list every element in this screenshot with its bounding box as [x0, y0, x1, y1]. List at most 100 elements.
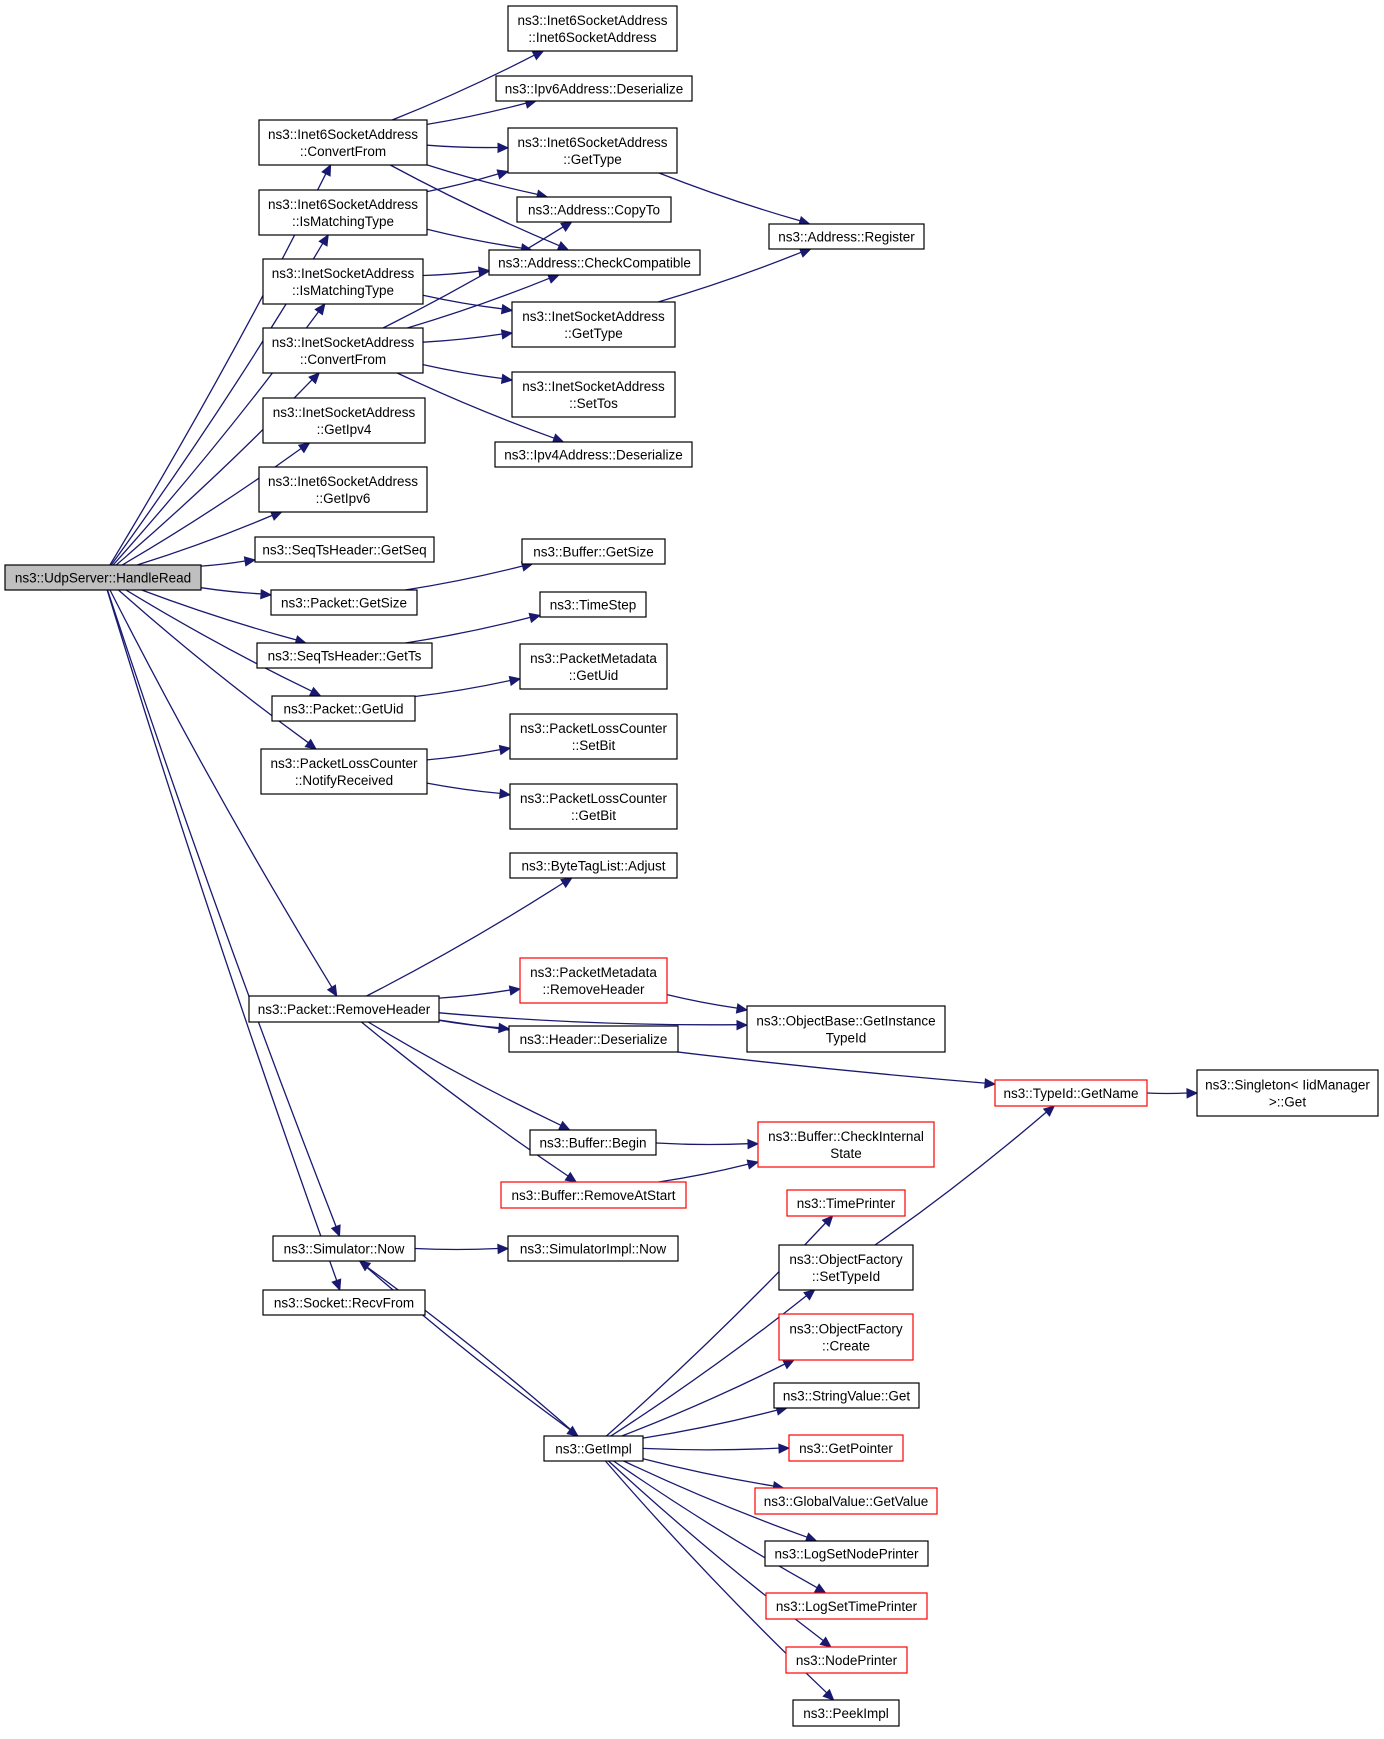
node-plcsb[interactable]: ns3::PacketLossCounter::SetBit: [509, 713, 678, 760]
node-igt[interactable]: ns3::InetSocketAddress::GetType: [511, 301, 676, 348]
node-ofcreate[interactable]: ns3::ObjectFactory::Create: [778, 1313, 914, 1361]
node-box-addrcc: [488, 249, 701, 276]
edge-seqgt-to-timestep: [405, 616, 531, 644]
node-box-pguid: [271, 695, 416, 722]
node-box-pmrh: [519, 957, 668, 1004]
node-seqgs[interactable]: ns3::SeqTsHeader::GetSeq: [254, 536, 435, 563]
arrowhead-icf-to-ists: [500, 373, 514, 384]
node-box-plcnr: [260, 748, 428, 795]
node-pmrh[interactable]: ns3::PacketMetadata::RemoveHeader: [519, 957, 668, 1004]
node-box-i6gip6: [258, 466, 428, 513]
edge-simnow-to-simimplnow: [414, 1247, 499, 1251]
edge-icf-to-igt: [422, 333, 503, 343]
node-tidgn[interactable]: ns3::TypeId::GetName: [994, 1079, 1148, 1107]
node-label-bufcis-1: State: [830, 1146, 862, 1161]
node-label-icf-1: ::ConvertFrom: [300, 352, 386, 367]
node-nodeprinter[interactable]: ns3::NodePrinter: [785, 1646, 908, 1674]
node-simimplnow[interactable]: ns3::SimulatorImpl::Now: [507, 1235, 679, 1262]
node-seqgt[interactable]: ns3::SeqTsHeader::GetTs: [256, 642, 433, 669]
edge-i6cf-to-i6ctor: [391, 54, 535, 121]
arrowhead-root-to-icf: [308, 372, 321, 385]
node-timestep[interactable]: ns3::TimeStep: [539, 591, 647, 618]
node-peekimpl[interactable]: ns3::PeekImpl: [792, 1699, 900, 1727]
node-label-i6gt-1: ::GetType: [563, 152, 622, 167]
node-i6ctor[interactable]: ns3::Inet6SocketAddress::Inet6SocketAddr…: [507, 5, 678, 52]
node-i6gip6[interactable]: ns3::Inet6SocketAddress::GetIpv6: [258, 466, 428, 513]
edge-root-to-seqgs: [200, 560, 246, 567]
node-plcnr[interactable]: ns3::PacketLossCounter::NotifyReceived: [260, 748, 428, 795]
node-label-addrcc-0: ns3::Address::CheckCompatible: [498, 256, 691, 271]
node-i6mt[interactable]: ns3::Inet6SocketAddress::IsMatchingType: [258, 189, 428, 236]
node-i6gt[interactable]: ns3::Inet6SocketAddress::GetType: [507, 127, 678, 174]
node-label-obgit-0: ns3::ObjectBase::GetInstance: [756, 1014, 935, 1029]
node-addrcc[interactable]: ns3::Address::CheckCompatible: [488, 249, 701, 276]
node-timeprinter[interactable]: ns3::TimePrinter: [786, 1189, 906, 1217]
node-btladj[interactable]: ns3::ByteTagList::Adjust: [509, 852, 678, 879]
node-singleton[interactable]: ns3::Singleton< IidManager>::Get: [1196, 1069, 1379, 1117]
node-addrreg[interactable]: ns3::Address::Register: [768, 223, 925, 250]
edge-root-to-pgsize: [200, 587, 262, 595]
node-strvget[interactable]: ns3::StringValue::Get: [773, 1382, 920, 1409]
node-lsnp[interactable]: ns3::LogSetNodePrinter: [764, 1540, 929, 1567]
node-label-timestep-0: ns3::TimeStep: [550, 598, 637, 613]
node-root[interactable]: ns3::UdpServer::HandleRead: [4, 564, 202, 591]
edge-prh-to-hdeser: [438, 1019, 500, 1029]
node-label-pguid-0: ns3::Packet::GetUid: [283, 702, 403, 717]
node-addrct[interactable]: ns3::Address::CopyTo: [516, 196, 672, 223]
node-label-bufrmas-0: ns3::Buffer::RemoveAtStart: [511, 1188, 675, 1203]
node-imt[interactable]: ns3::InetSocketAddress::IsMatchingType: [262, 258, 424, 305]
node-bufgs[interactable]: ns3::Buffer::GetSize: [521, 538, 666, 565]
node-pmguid[interactable]: ns3::PacketMetadata::GetUid: [519, 643, 668, 690]
node-pguid[interactable]: ns3::Packet::GetUid: [271, 695, 416, 722]
node-sockrf[interactable]: ns3::Socket::RecvFrom: [262, 1289, 426, 1316]
edge-i6mt-to-i6gt: [426, 173, 499, 193]
node-label-igt-0: ns3::InetSocketAddress: [522, 309, 665, 324]
node-label-bufbegin-0: ns3::Buffer::Begin: [539, 1136, 646, 1151]
node-label-ists-1: ::SetTos: [569, 396, 618, 411]
node-label-singleton-1: >::Get: [1269, 1095, 1306, 1110]
node-box-nodeprinter: [785, 1646, 908, 1674]
node-ofsti[interactable]: ns3::ObjectFactory::SetTypeId: [778, 1244, 914, 1291]
arrowhead-plcnr-to-plcgb: [499, 788, 512, 799]
node-pgsize[interactable]: ns3::Packet::GetSize: [270, 589, 418, 616]
node-bufbegin[interactable]: ns3::Buffer::Begin: [529, 1129, 657, 1156]
node-box-i6gt: [507, 127, 678, 174]
node-ip4deser[interactable]: ns3::Ipv4Address::Deserialize: [494, 441, 693, 468]
node-box-seqgs: [254, 536, 435, 563]
edge-getimpl-to-gvgv: [642, 1458, 774, 1487]
node-label-imt-0: ns3::InetSocketAddress: [272, 266, 415, 281]
edge-i6cf-to-addrcc: [389, 164, 560, 247]
node-plcgb[interactable]: ns3::PacketLossCounter::GetBit: [509, 783, 678, 830]
arrowhead-root-to-i6mt: [318, 233, 329, 247]
node-icf[interactable]: ns3::InetSocketAddress::ConvertFrom: [262, 327, 424, 374]
node-label-strvget-0: ns3::StringValue::Get: [783, 1389, 911, 1404]
node-i6cf[interactable]: ns3::Inet6SocketAddress::ConvertFrom: [258, 119, 428, 166]
node-bufrmas[interactable]: ns3::Buffer::RemoveAtStart: [500, 1181, 687, 1209]
node-label-plcsb-1: ::SetBit: [572, 738, 616, 753]
node-label-pmguid-1: ::GetUid: [569, 668, 619, 683]
node-igip4[interactable]: ns3::InetSocketAddress::GetIpv4: [262, 397, 426, 444]
node-box-obgit: [746, 1005, 946, 1053]
node-box-bufcis: [757, 1121, 935, 1168]
node-ip6deser[interactable]: ns3::Ipv6Address::Deserialize: [495, 75, 693, 102]
node-box-igip4: [262, 397, 426, 444]
node-ists[interactable]: ns3::InetSocketAddress::SetTos: [511, 371, 676, 418]
arrowhead-getimpl-to-nodeprinter: [819, 1636, 832, 1648]
node-box-gvgv: [754, 1487, 938, 1515]
node-label-getptr-0: ns3::GetPointer: [799, 1441, 893, 1456]
node-getimpl[interactable]: ns3::GetImpl: [543, 1435, 644, 1462]
node-box-igt: [511, 301, 676, 348]
edge-i6cf-to-i6gt: [426, 144, 499, 149]
node-simnow[interactable]: ns3::Simulator::Now: [272, 1235, 416, 1262]
node-getptr[interactable]: ns3::GetPointer: [788, 1434, 904, 1462]
node-lstp[interactable]: ns3::LogSetTimePrinter: [765, 1592, 928, 1620]
node-label-ip6deser-0: ns3::Ipv6Address::Deserialize: [505, 82, 684, 97]
edge-imt-to-igt: [422, 294, 503, 310]
node-prh[interactable]: ns3::Packet::RemoveHeader: [248, 995, 440, 1023]
node-gvgv[interactable]: ns3::GlobalValue::GetValue: [754, 1487, 938, 1515]
node-hdeser[interactable]: ns3::Header::Deserialize: [508, 1025, 679, 1053]
arrowhead-ofsti-to-tidgn: [1042, 1105, 1056, 1117]
